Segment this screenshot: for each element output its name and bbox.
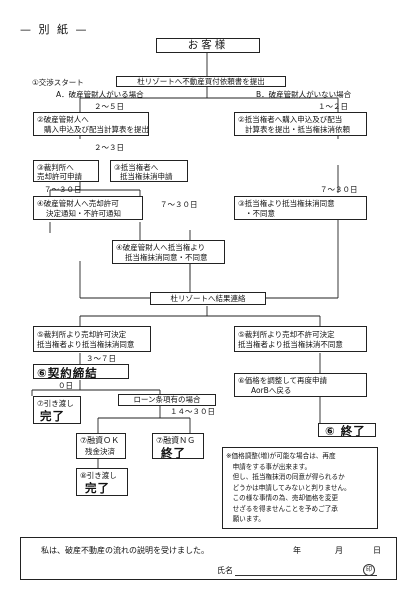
finance-ng-line2: 終了	[161, 446, 186, 460]
contract-box: ⑥契約締結	[33, 364, 129, 380]
duration-7-30-b: ７～３０日	[160, 200, 198, 209]
date-year-label: 年	[293, 546, 301, 555]
step-l5-line2: 抵当権者より抵当権抹消同意	[37, 340, 135, 349]
seal-mark: 印	[363, 564, 375, 576]
branch-a-label: A．破産管財人がいる場合	[56, 90, 144, 99]
step-b2-line1: ②抵当権者へ購入申込及び配当	[238, 115, 343, 124]
step-b3-box: ③抵当権より抵当権抹消同意 ・不同意	[234, 196, 367, 220]
note-line-1: ※価格調整(増)が可能な場合は、再度	[226, 452, 336, 460]
final-delivery-line2: 完了	[85, 481, 110, 495]
name-label: 氏名	[217, 566, 233, 575]
date-day-label: 日	[373, 546, 381, 555]
step-r5-line2: 抵当権者より抵当権抹消不同意	[238, 340, 343, 349]
step-l5-box: ⑤裁判所より売却許可決定 抵当権者より抵当権抹消同意	[33, 326, 151, 352]
step-a3-lien-box: ③抵当権者へ 抵当権抹消申請	[110, 160, 188, 182]
step-r5-line1: ⑤裁判所より売却不許可決定	[238, 330, 335, 339]
date-month-label: 月	[335, 546, 343, 555]
step-a3-court-box: ③裁判所へ 売却許可申請	[33, 160, 99, 182]
step-b2-box: ②抵当権者へ購入申込及び配当 計算表を提出・抵当権抹消依頼	[234, 112, 367, 136]
contract-label: ⑥契約締結	[37, 366, 98, 380]
acknowledgement-text: 私は、破産不動産の流れの説明を受けました。	[41, 546, 209, 555]
step-b3-line2: ・不同意	[245, 209, 275, 218]
note-line-6: せざるを得ませんことを予めご了承	[226, 504, 338, 513]
finance-ok-box: ⑦融資ＯＫ 残金決済	[76, 433, 126, 459]
duration-7-30-c: ７～３０日	[320, 185, 358, 194]
final-delivery-box: ⑧引き渡し 完了	[76, 468, 128, 496]
step-r6-line2: AorBへ戻る	[251, 386, 292, 395]
start-label: ①交渉スタート	[32, 78, 84, 87]
delivery-line1: ⑦引き渡し	[37, 399, 74, 408]
duration-3-7: ３～７日	[86, 354, 116, 363]
duration-1-2: １～２日	[318, 102, 348, 111]
duration-2-5: ２～５日	[94, 102, 124, 111]
step-a4-box: ④破産管財人へ売却許可 決定通知・不許可通知	[33, 196, 143, 220]
step-l5-line1: ⑤裁判所より売却許可決定	[37, 330, 127, 339]
end-label: ⑥ 終了	[325, 424, 366, 438]
step-a3-lien-line1: ③抵当権者へ	[114, 163, 159, 172]
step-a2-line2: 購入申込及び配当計算表を提出	[44, 125, 149, 134]
delivery-line2: 完了	[40, 409, 65, 423]
note-line-2: 申請をする事が出来ます。	[226, 462, 312, 471]
step-r6-box: ⑥価格を調整して再度申請 AorBへ戻る	[234, 373, 367, 397]
step-a3-lien-line2: 抵当権抹消申請	[120, 172, 173, 181]
step-a4-line1: ④破産管財人へ売却許可	[37, 199, 119, 208]
duration-0: ０日	[58, 381, 73, 390]
finance-ok-line2: 残金決済	[85, 447, 115, 456]
duration-7-30-a: ７～３０日	[44, 185, 82, 194]
start-box: 杜リゾートへ不動産買付依頼書を提出	[116, 76, 286, 87]
step-b2-line2: 計算表を提出・抵当権抹消依頼	[245, 125, 350, 134]
final-delivery-line1: ⑧引き渡し	[80, 471, 117, 480]
note-line-3: 但し、抵当権抹消の同意が得られるか	[226, 473, 345, 481]
note-line-4: どうかは申請してみないと判りません。	[226, 483, 351, 492]
step-a2-box: ②破産管財人へ 購入申込及び配当計算表を提出	[33, 112, 149, 136]
step-a3-court-line1: ③裁判所へ	[37, 163, 74, 172]
step-a4-lien-box: ④破産管財人へ抵当権より 抵当権抹消同意・不同意	[112, 240, 225, 264]
step-a4-line2: 決定通知・不許可通知	[46, 209, 121, 218]
step-b3-line1: ③抵当権より抵当権抹消同意	[238, 199, 335, 208]
duration-2-3: ２～３日	[94, 143, 124, 152]
acknowledgement-box: 私は、破産不動産の流れの説明を受けました。 年 月 日 氏名 印	[20, 537, 397, 580]
report-box: 杜リゾートへ結果連絡	[150, 292, 266, 305]
signature-line[interactable]	[235, 575, 377, 576]
loan-clause-box: ローン条項有の場合	[118, 394, 216, 406]
customer-box: お客様	[156, 38, 260, 53]
step-r6-line1: ⑥価格を調整して再度申請	[238, 376, 327, 385]
step-r5-box: ⑤裁判所より売却不許可決定 抵当権者より抵当権抹消不同意	[234, 326, 367, 352]
sheet-title: — 別 紙 —	[20, 23, 89, 36]
price-adjustment-note: ※価格調整(増)が可能な場合は、再度 申請をする事が出来ます。 但し、抵当権抹消…	[222, 447, 378, 529]
duration-14-30: １４～３０日	[170, 407, 215, 416]
end-box: ⑥ 終了	[318, 423, 376, 438]
step-a4-lien-line2: 抵当権抹消同意・不同意	[125, 253, 208, 262]
finance-ng-box: ⑦融資ＮＧ 終了	[152, 433, 204, 460]
finance-ok-line1: ⑦融資ＯＫ	[80, 436, 120, 445]
note-line-5: この様な事情の為、売却価格を変更	[226, 494, 339, 502]
step-a2-line1: ②破産管財人へ	[37, 115, 89, 124]
note-line-7: 願います。	[226, 515, 265, 523]
step-a4-lien-line1: ④破産管財人へ抵当権より	[116, 243, 206, 252]
delivery-complete-box: ⑦引き渡し 完了	[33, 396, 81, 424]
branch-b-label: B．破産管財人がいない場合	[256, 90, 352, 99]
step-a3-court-line2: 売却許可申請	[37, 172, 82, 181]
finance-ng-line1: ⑦融資ＮＧ	[156, 436, 196, 445]
